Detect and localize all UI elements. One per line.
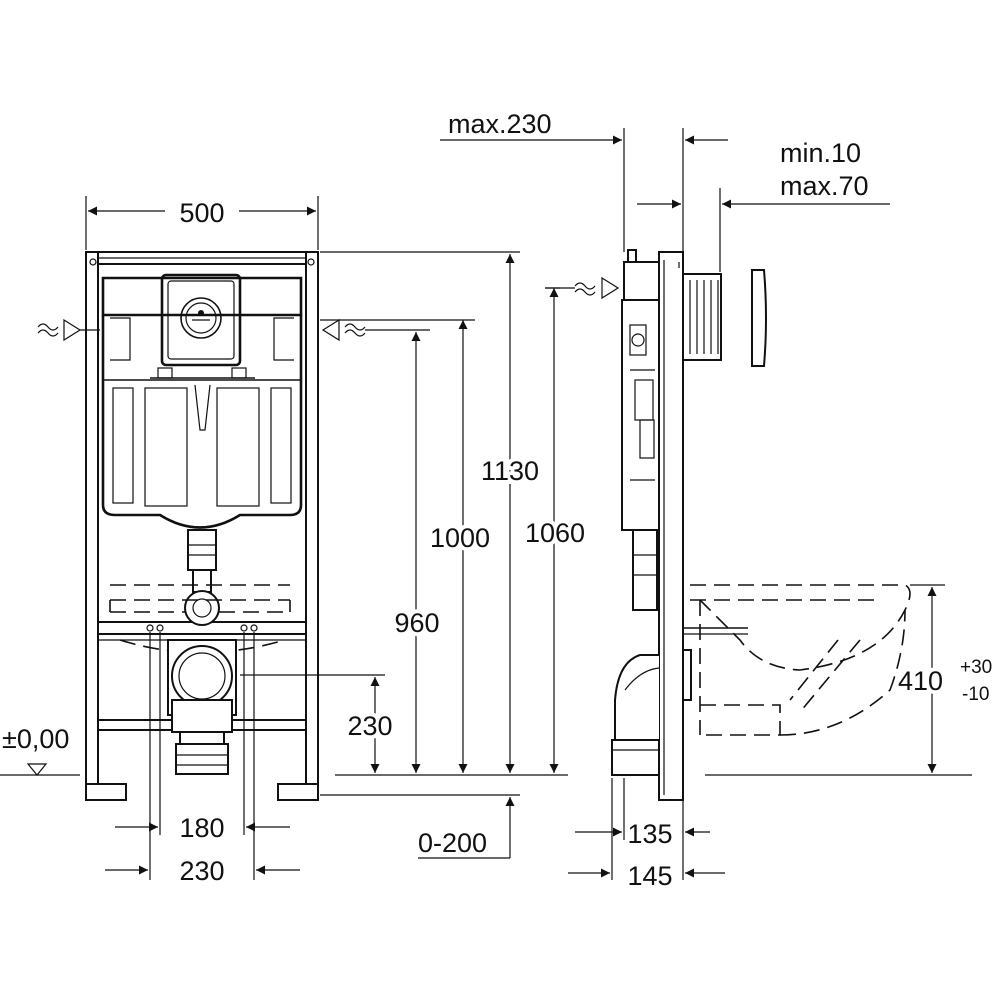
dim-max-230: max.230	[448, 109, 552, 139]
dim-depth-145: 145	[627, 861, 672, 891]
dim-tolerance-plus: +30	[960, 657, 992, 678]
side-view: max.230 min.10 max.70 410 +30 -10 135 14…	[440, 109, 992, 891]
dim-width-500: 500	[179, 198, 224, 228]
flush-pipe	[109, 529, 291, 626]
dim-min-10: min.10	[780, 138, 861, 168]
dim-height-1060: 1060	[525, 518, 585, 548]
side-toilet-bowl	[690, 584, 911, 736]
dim-drain-230: 230	[347, 711, 392, 741]
dim-depth-135: 135	[627, 819, 672, 849]
water-inlet-left-icon	[37, 318, 100, 342]
front-view: 500 1130 1000 1060 960 230 ±0,00 0-200 1…	[0, 196, 589, 886]
front-dimension-lines	[26, 206, 560, 875]
side-extension-lines	[611, 128, 972, 880]
dim-tolerance-minus: -10	[962, 684, 989, 705]
dim-height-410: 410	[898, 666, 943, 696]
cistern	[101, 273, 303, 529]
dim-spacing-180: 180	[179, 813, 224, 843]
water-inlet-side-icon	[545, 276, 620, 300]
front-extension-lines	[0, 196, 568, 880]
dim-zero-level: ±0,00	[2, 724, 69, 754]
side-flush-plate	[682, 269, 767, 367]
water-inlet-right-icon	[321, 318, 430, 342]
waste-outlet	[119, 624, 286, 775]
dim-max-70: max.70	[780, 171, 869, 201]
side-waste-pipe	[611, 627, 748, 776]
side-cistern	[621, 249, 660, 611]
dim-height-960: 960	[394, 608, 439, 638]
dim-spacing-230: 230	[179, 856, 224, 886]
dim-height-1000: 1000	[430, 523, 490, 553]
side-dimension-lines	[440, 135, 937, 878]
dim-height-1130: 1130	[481, 456, 539, 486]
side-frame	[658, 251, 684, 801]
dim-range-0-200: 0-200	[418, 828, 487, 858]
